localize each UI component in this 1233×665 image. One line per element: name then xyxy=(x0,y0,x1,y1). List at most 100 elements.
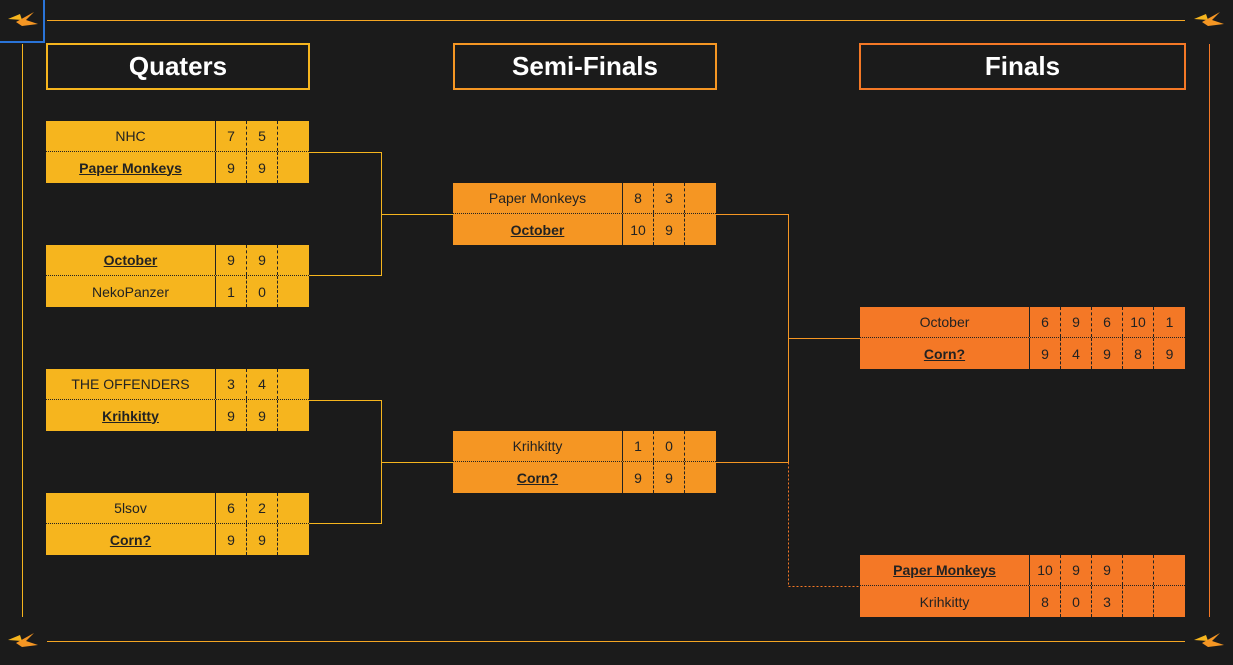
game-score: 1 xyxy=(216,276,247,307)
team-name-winner[interactable]: Paper Monkeys xyxy=(860,555,1030,585)
game-score xyxy=(1123,586,1154,617)
team-name: NekoPanzer xyxy=(46,276,216,307)
game-score: 1 xyxy=(1165,314,1174,330)
game-score: 9 xyxy=(1061,555,1092,585)
game-score: 9 xyxy=(1030,338,1061,369)
team-name: Krihkitty xyxy=(453,431,623,461)
game-score: 4 xyxy=(1061,338,1092,369)
game-score: 3 xyxy=(216,369,247,399)
team-name-winner[interactable]: Paper Monkeys xyxy=(46,152,216,183)
team-name-winner[interactable]: Krihkitty xyxy=(46,400,216,431)
bird-icon xyxy=(1194,12,1224,26)
game-score xyxy=(278,369,309,399)
game-score xyxy=(278,493,309,523)
game-score: 9 xyxy=(216,245,247,275)
bird-icon xyxy=(8,633,38,647)
team-name: THE OFFENDERS xyxy=(46,369,216,399)
frame-left-line xyxy=(22,44,23,617)
team-name-winner[interactable]: Corn? xyxy=(860,338,1030,369)
game-score xyxy=(278,121,309,151)
game-score: 9 xyxy=(654,214,685,245)
game-score: 3 xyxy=(654,183,685,213)
game-score: 9 xyxy=(654,462,685,493)
team-name: Paper Monkeys xyxy=(453,183,623,213)
game-score: 9 xyxy=(1092,338,1123,369)
game-score: 0 xyxy=(1061,586,1092,617)
game-score: 5 xyxy=(247,121,278,151)
game-score xyxy=(685,214,716,245)
heading-semis: Semi-Finals xyxy=(453,43,717,90)
game-score: 8 xyxy=(1123,338,1154,369)
game-score xyxy=(685,183,716,213)
game-score xyxy=(685,431,716,461)
team-name: October xyxy=(860,307,1030,337)
game-score: 0 xyxy=(654,431,685,461)
team-name: Krihkitty xyxy=(860,586,1030,617)
game-score: 10 xyxy=(1123,307,1154,337)
game-score: 9 xyxy=(1092,555,1123,585)
game-score xyxy=(278,400,309,431)
game-score: 10 xyxy=(623,214,654,245)
selection-box xyxy=(0,0,45,43)
game-score: 3 xyxy=(1092,586,1123,617)
team-name-winner[interactable]: Corn? xyxy=(453,462,623,493)
game-score xyxy=(1123,555,1154,585)
heading-finals: Finals xyxy=(859,43,1186,90)
game-score: 6 xyxy=(1030,307,1061,337)
game-score: 8 xyxy=(1030,586,1061,617)
game-score xyxy=(1154,555,1185,585)
bird-icon xyxy=(8,12,38,26)
game-score xyxy=(278,245,309,275)
game-score: 7 xyxy=(216,121,247,151)
game-score: 9 xyxy=(247,245,278,275)
game-score xyxy=(278,152,309,183)
game-score: 9 xyxy=(1061,307,1092,337)
team-name: NHC xyxy=(46,121,216,151)
frame-top-line xyxy=(47,20,1185,21)
frame-bottom-line xyxy=(47,641,1185,642)
game-score: 2 xyxy=(247,493,278,523)
game-score xyxy=(1154,586,1185,617)
game-score: 9 xyxy=(247,400,278,431)
frame-right-line xyxy=(1209,44,1210,617)
game-score: 6 xyxy=(216,493,247,523)
game-score xyxy=(278,524,309,555)
game-score: 9 xyxy=(623,462,654,493)
heading-quarters: Quaters xyxy=(46,43,310,90)
game-score: 9 xyxy=(216,524,247,555)
game-score: 9 xyxy=(247,152,278,183)
game-score: 9 xyxy=(216,152,247,183)
game-score: 9 xyxy=(247,524,278,555)
game-score: 10 xyxy=(1030,555,1061,585)
team-name-winner[interactable]: Corn? xyxy=(46,524,216,555)
game-score: 4 xyxy=(247,369,278,399)
game-score: 9 xyxy=(1165,345,1174,362)
team-name-winner[interactable]: October xyxy=(46,245,216,275)
game-score: 8 xyxy=(623,183,654,213)
team-name: 5lsov xyxy=(46,493,216,523)
team-name-winner[interactable]: October xyxy=(453,214,623,245)
